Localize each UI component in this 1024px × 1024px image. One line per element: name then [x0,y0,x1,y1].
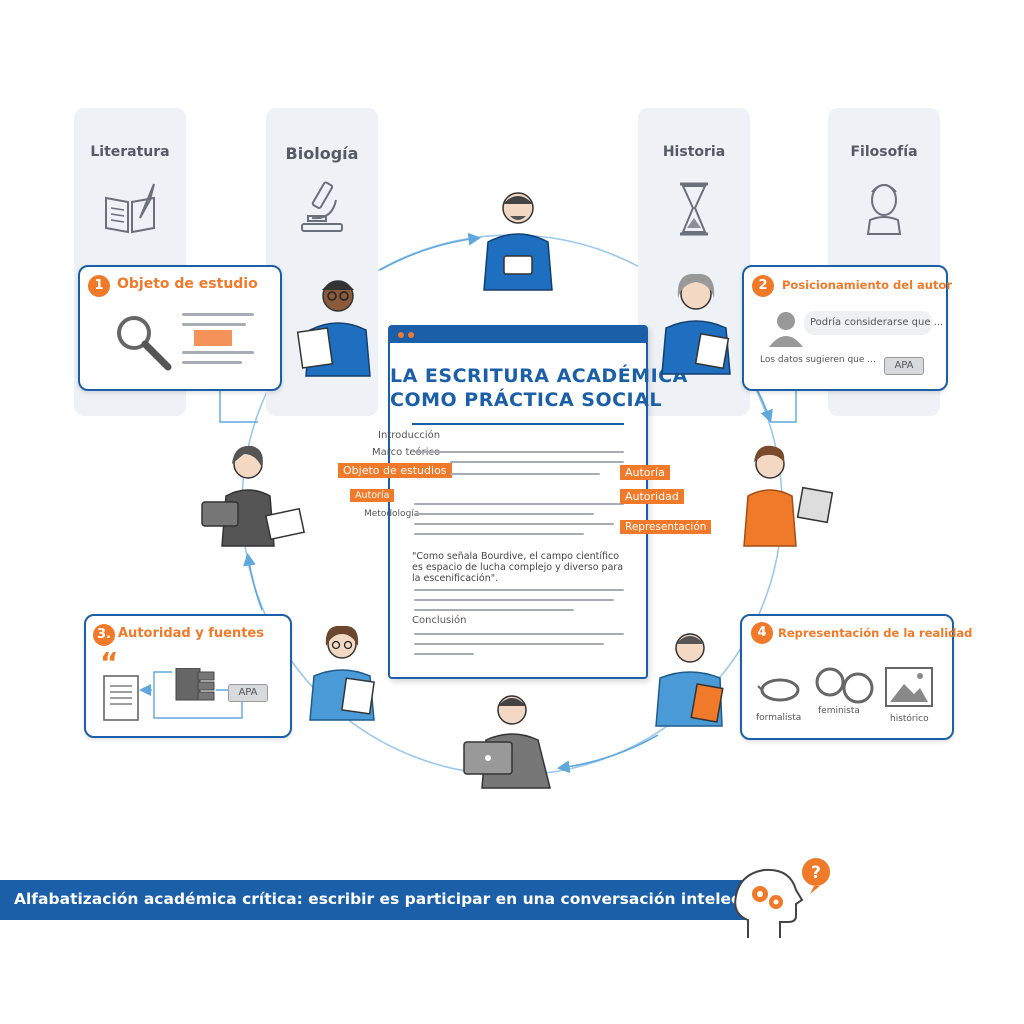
tag-autoridad: Autoridad [620,489,684,504]
person-woman-tablet-icon [201,445,306,547]
person-man-laptop-icon [463,695,551,789]
window-dot [398,332,404,338]
bubble-text: Podría considerarse que ... [810,317,944,328]
apa-label: APA [228,684,268,702]
card-number: 3. [93,624,115,646]
book-quill-icon [105,183,155,234]
column-label: Biología [285,144,359,163]
person-top-reading-icon [483,192,553,291]
person-glasses-reading-icon [296,280,371,377]
card-number: 2 [752,275,774,297]
card-number: 4 [751,622,773,644]
document-quote: "Como señala Bourdive, el campo científi… [412,551,624,584]
card-title: Autoridad y fuentes [118,626,264,641]
head-gears-icon: ? [734,858,830,938]
phrase-text: Los datos sugieren que ... [760,355,876,365]
footer-text: Alfabatización académica crítica: escrib… [14,890,775,908]
card-number: 1 [88,275,110,297]
person-icon [769,312,803,347]
tag-autoria-left: Autoría [350,489,395,502]
quote-mark-icon: “ [100,646,119,679]
speech-bubble [804,311,932,335]
apa-label: APA [884,357,924,375]
document-titlebar [390,327,646,343]
tag-objeto-de-estudios: Objeto de estudios [338,463,452,478]
card-title: Objeto de estudio [117,276,258,292]
section-introduccion: Introducción [378,430,441,441]
card-autoridad-y-fuentes: 3. Autoridad y fuentes “ APA [84,614,292,738]
lens-label: feminista [818,706,860,716]
section-metodologia: Metodología [364,509,420,519]
column-label: Historia [662,144,726,160]
lenses-diagram [757,667,933,707]
lens-label: formalista [756,713,802,723]
window-dot [408,332,414,338]
footer-banner: Alfabatización académica crítica: escrib… [0,880,774,920]
highlight-mark [194,330,232,346]
person-woman-blue-icon [309,625,375,721]
column-label: Literatura [90,144,170,160]
bust-icon [866,184,902,235]
document-title-line1: LA ESCRITURA ACADÉMICA [390,365,688,387]
tag-representacion: Representación [620,520,712,534]
section-conclusion: Conclusión [412,615,467,626]
card-objeto-de-estudio: 1 Objeto de estudio [78,265,282,391]
column-label: Filosofía [850,144,918,160]
card-posicionamiento: 2 Posicionamiento del autor Podría consi… [742,265,952,391]
person-man-clipboard-icon [655,633,724,727]
microscope-icon [301,181,343,232]
section-marco-teorico: Marco teórico [372,447,441,458]
svg-text:?: ? [811,863,821,883]
card-title: Posicionamiento del autor [782,278,953,292]
tag-autoria-right: Autoría [620,465,670,480]
sources-diagram [103,668,243,721]
magnifier-icon [117,316,172,371]
central-document: LA ESCRITURA ACADÉMICA COMO PRÁCTICA SOC… [338,325,712,679]
document-title-line2: COMO PRÁCTICA SOCIAL [390,389,662,411]
card-representacion: 4 Representación de la realidad formalis… [740,614,972,740]
person-woman-orange-icon [743,445,834,547]
lens-label: histórico [890,714,929,724]
hourglass-icon [680,182,708,236]
person-woman-gray-hair-icon [661,273,731,375]
card-title: Representación de la realidad [778,626,973,640]
